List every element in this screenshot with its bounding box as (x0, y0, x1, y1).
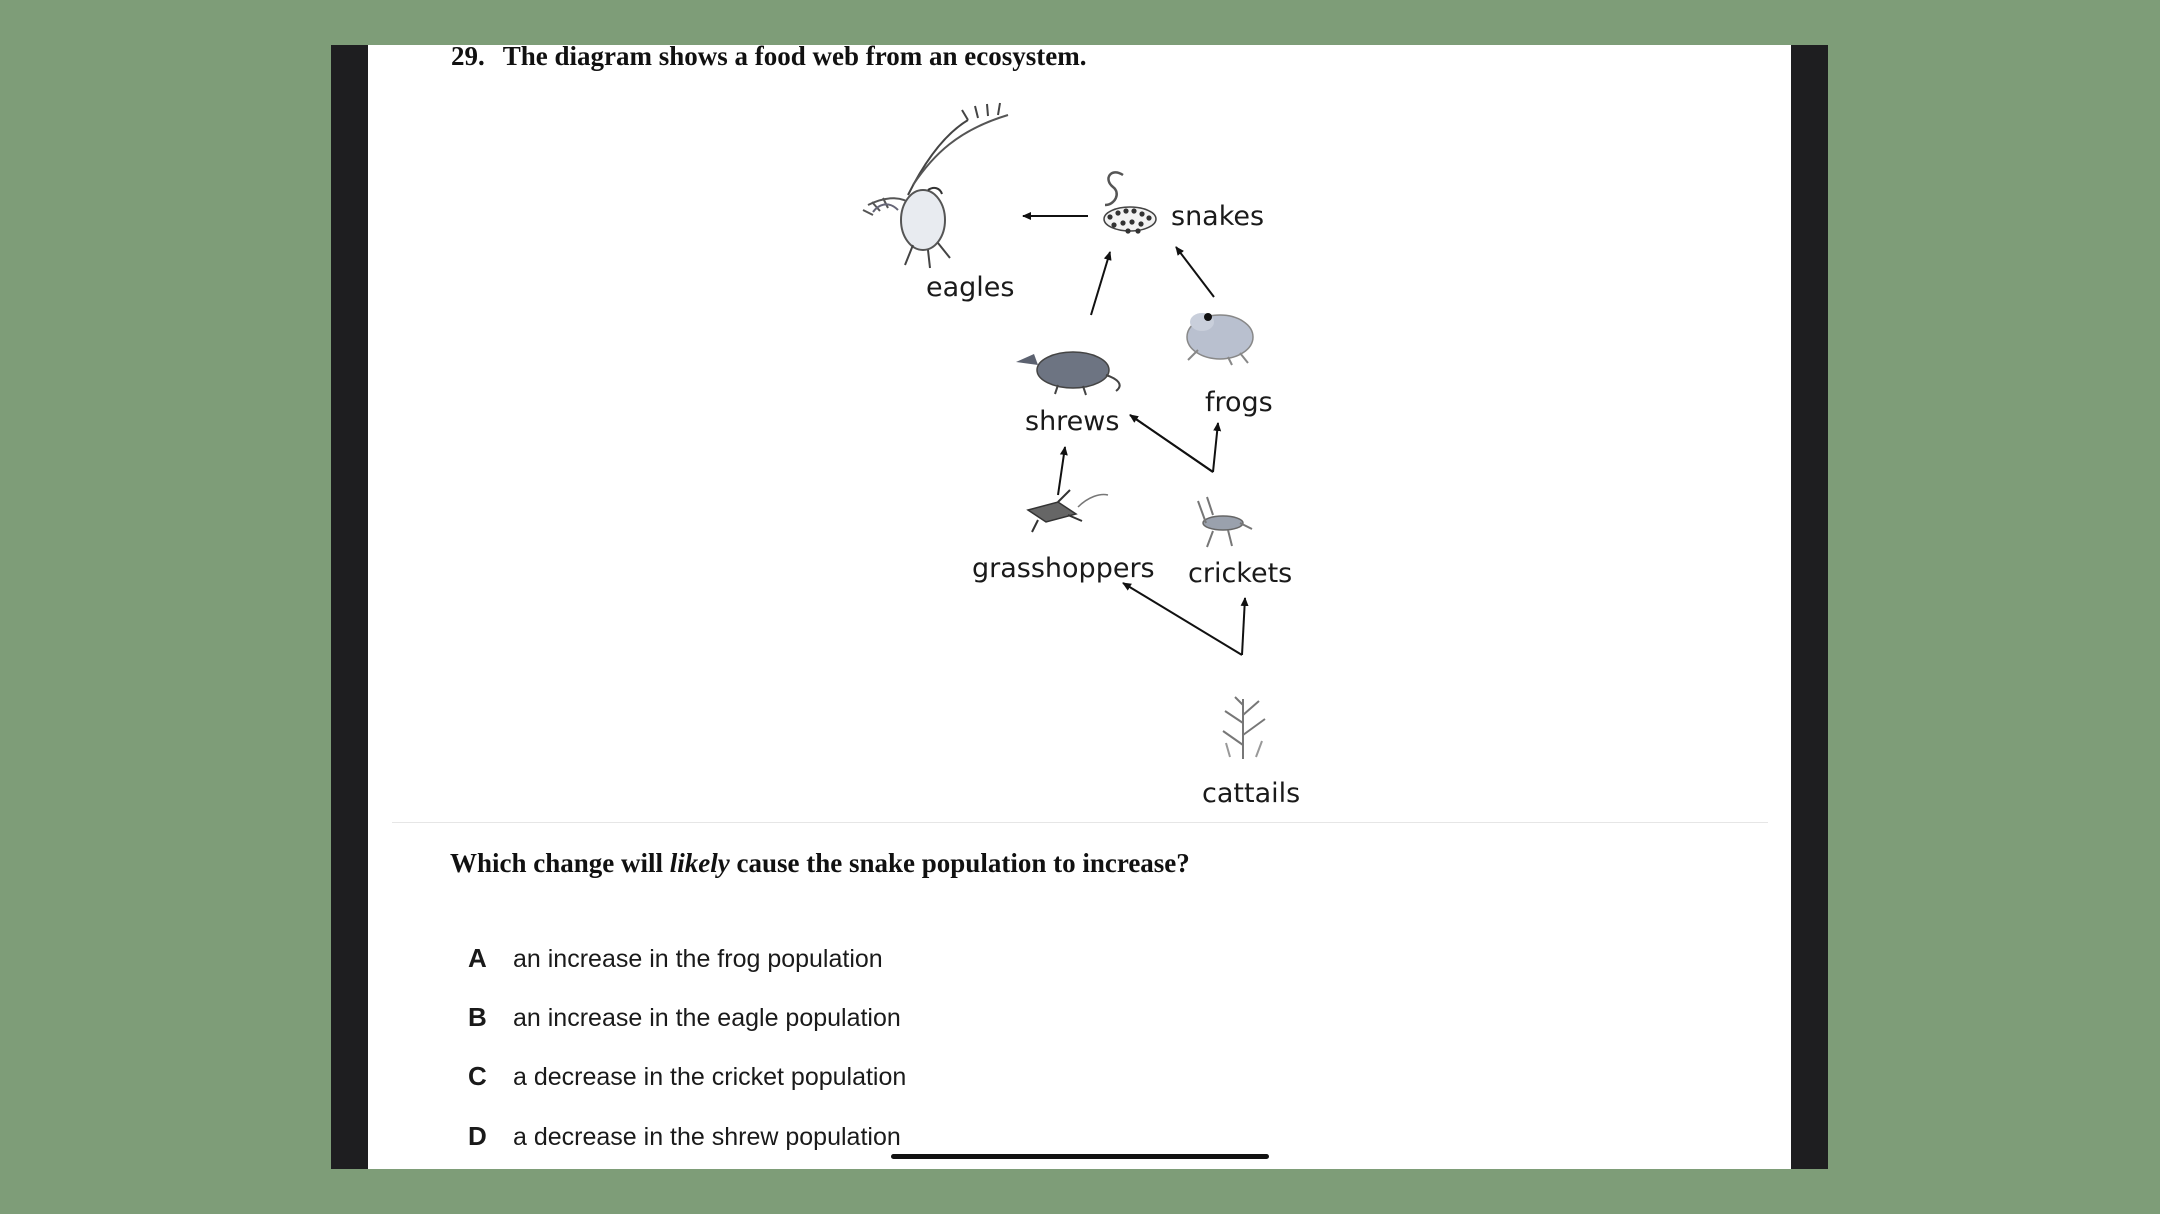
arrow-cattails-to-crickets (1240, 597, 1249, 656)
choice-text: a decrease in the cricket population (513, 1063, 907, 1091)
choice-letter: C (468, 1061, 487, 1091)
choice-letter: B (468, 1002, 487, 1032)
question-header: 29. The diagram shows a food web from an … (451, 45, 1086, 72)
question-prompt-start: Which change will (450, 848, 670, 878)
label-snakes: snakes (1171, 201, 1264, 232)
arrow-shrews-to-snakes (1090, 251, 1112, 316)
label-crickets: crickets (1188, 558, 1292, 589)
choice-letter: D (468, 1121, 487, 1151)
snake-icon (1103, 171, 1157, 234)
label-shrews: shrews (1025, 406, 1119, 437)
worksheet-page: 29. The diagram shows a food web from an … (368, 45, 1791, 1169)
choice-text: a decrease in the shrew population (513, 1123, 901, 1151)
frog-icon (1186, 313, 1254, 366)
arrow-frogs-to-snakes (1175, 246, 1215, 298)
section-divider (392, 822, 1768, 823)
eagle-icon (862, 102, 1009, 269)
grasshopper-icon (1026, 489, 1109, 533)
arrow-crickets-to-shrews (1129, 414, 1214, 473)
home-indicator-bar[interactable] (891, 1154, 1269, 1159)
choice-text: an increase in the frog population (513, 945, 883, 973)
arrow-grasshoppers-to-shrews (1057, 446, 1068, 496)
label-cattails: cattails (1202, 778, 1300, 809)
arrow-cattails-to-grasshoppers-and-crickets (1122, 582, 1243, 656)
choice-letter: A (468, 943, 487, 973)
question-prompt: Which change will likely cause the snake… (450, 848, 1190, 879)
question-prompt-emphasis: likely (669, 848, 730, 878)
choice-text: an increase in the eagle population (513, 1004, 901, 1032)
question-prompt-end: cause the snake population to increase? (729, 848, 1190, 878)
cattail-icon (1222, 696, 1266, 759)
shrew-icon (1016, 351, 1121, 396)
food-web-diagram: eagles snakes shrews frogs grasshoppers … (862, 102, 1300, 809)
label-eagles: eagles (926, 272, 1014, 303)
label-grasshoppers: grasshoppers (972, 553, 1155, 584)
question-intro: The diagram shows a food web from an eco… (502, 45, 1087, 71)
question-number: 29. (451, 45, 485, 71)
cricket-icon (1197, 496, 1253, 548)
label-frogs: frogs (1205, 387, 1273, 418)
